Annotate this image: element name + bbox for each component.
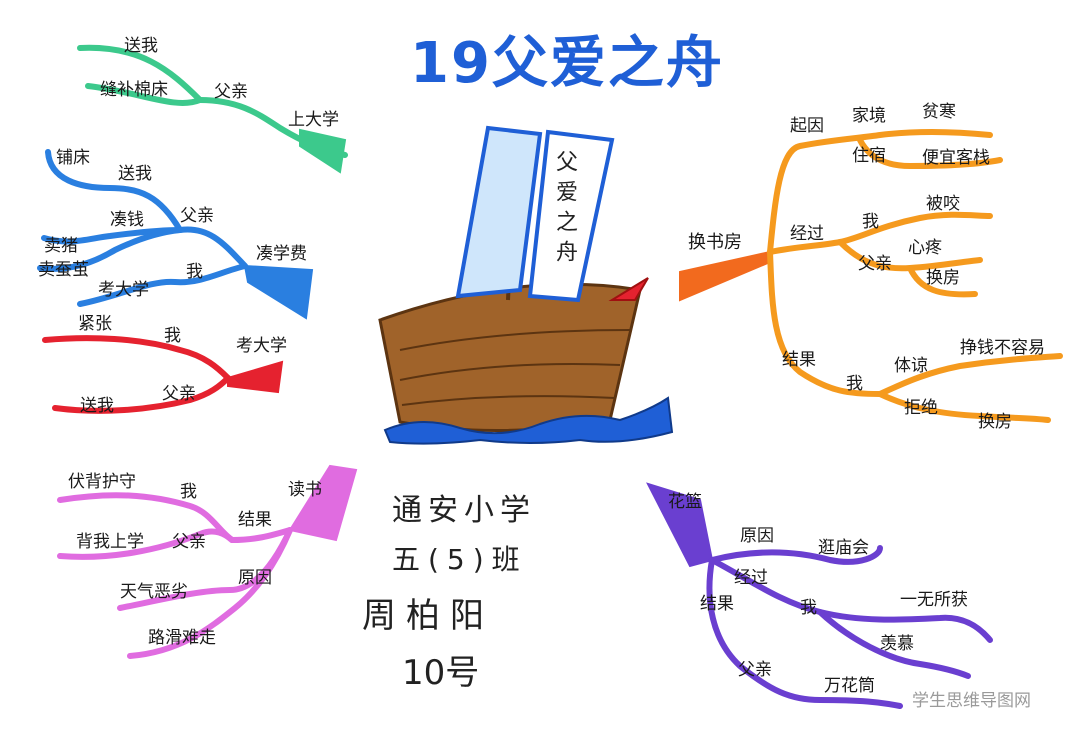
blue-item-1: 送我 xyxy=(118,164,152,184)
orange-item-1: 家境 xyxy=(852,106,886,126)
orange-item-2: 贫寒 xyxy=(922,102,956,122)
blue-item-0: 铺床 xyxy=(56,148,90,168)
blue-item-2: 凑钱 xyxy=(110,210,144,230)
red-item-2: 送我 xyxy=(80,396,114,416)
orange-hub: 换书房 xyxy=(688,232,742,253)
red-item-3: 父亲 xyxy=(162,384,196,404)
pink-item-1: 我 xyxy=(180,482,197,502)
green-item-1: 缝补棉床 xyxy=(100,80,168,100)
blue-item-4: 卖猪 xyxy=(44,236,78,256)
pink-item-6: 原因 xyxy=(238,568,272,588)
red-hub: 考大学 xyxy=(236,336,287,356)
orange-item-5: 经过 xyxy=(790,224,824,244)
pink-item-4: 结果 xyxy=(238,510,272,530)
purple-item-3: 我 xyxy=(800,598,817,618)
orange-item-0: 起因 xyxy=(790,116,824,136)
blue-item-7: 我 xyxy=(186,262,203,282)
pink-item-3: 父亲 xyxy=(172,532,206,552)
purple-item-8: 万花筒 xyxy=(824,676,875,696)
sail-text: 父爱之舟 xyxy=(552,150,577,270)
blue-hub: 凑学费 xyxy=(256,244,307,264)
purple-item-0: 原因 xyxy=(740,526,774,546)
student-number: 10号 xyxy=(402,653,480,693)
pink-branch xyxy=(57,464,358,659)
pink-item-5: 天气恶劣 xyxy=(120,582,188,602)
page-title: 19父爱之舟 xyxy=(410,31,724,96)
school-name: 通安小学 xyxy=(392,493,536,528)
green-branch xyxy=(77,44,348,174)
blue-item-5: 卖蚕茧 xyxy=(38,260,89,280)
pink-item-0: 伏背护守 xyxy=(68,472,136,492)
orange-item-11: 结果 xyxy=(782,350,816,370)
blue-branch xyxy=(37,149,314,320)
orange-item-10: 换房 xyxy=(926,268,960,288)
orange-item-13: 体谅 xyxy=(894,356,928,376)
green-end: 上大学 xyxy=(288,110,339,130)
purple-item-5: 羡慕 xyxy=(880,634,914,654)
boat-illustration xyxy=(378,125,674,445)
orange-item-15: 拒绝 xyxy=(904,398,938,418)
orange-item-8: 父亲 xyxy=(858,254,892,274)
purple-item-6: 结果 xyxy=(700,594,734,614)
orange-item-16: 换房 xyxy=(978,412,1012,432)
orange-branch xyxy=(679,128,1063,423)
class-name: 五(5)班 xyxy=(392,543,528,576)
red-item-0: 紧张 xyxy=(78,314,112,334)
purple-item-4: 一无所获 xyxy=(900,590,968,610)
red-branch xyxy=(42,335,284,414)
green-hub: 父亲 xyxy=(214,82,248,102)
orange-item-14: 挣钱不容易 xyxy=(960,338,1045,358)
blue-item-3: 父亲 xyxy=(180,206,214,226)
purple-branch xyxy=(646,482,993,709)
green-item-0: 送我 xyxy=(124,36,158,56)
purple-item-1: 逛庙会 xyxy=(818,538,869,558)
pink-item-7: 路滑难走 xyxy=(148,628,216,648)
blue-item-6: 考大学 xyxy=(98,280,149,300)
student-name: 周柏阳 xyxy=(362,596,494,636)
orange-item-9: 心疼 xyxy=(908,238,942,258)
orange-item-4: 便宜客栈 xyxy=(922,148,990,168)
orange-item-7: 被咬 xyxy=(926,194,960,214)
orange-item-6: 我 xyxy=(862,212,879,232)
pink-item-2: 背我上学 xyxy=(76,532,144,552)
purple-item-7: 父亲 xyxy=(738,660,772,680)
purple-item-2: 经过 xyxy=(734,568,768,588)
orange-item-3: 住宿 xyxy=(852,146,886,166)
purple-hub: 花篮 xyxy=(668,492,702,512)
orange-item-12: 我 xyxy=(846,374,863,394)
red-item-1: 我 xyxy=(164,326,181,346)
pink-hub: 读书 xyxy=(288,480,322,500)
watermark: 学生思维导图网 xyxy=(912,691,1031,711)
